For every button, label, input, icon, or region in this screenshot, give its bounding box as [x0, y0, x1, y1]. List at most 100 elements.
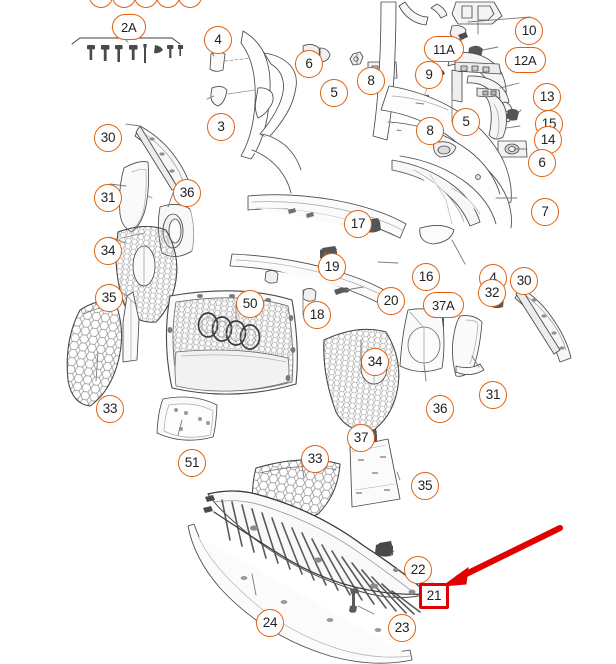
part-51-plate-bracket — [156, 396, 218, 441]
callout-bubble-11a[interactable]: 11A — [424, 36, 464, 62]
part-2a-fastener-kit — [71, 37, 183, 63]
callout-label: 37A — [432, 297, 455, 313]
callout-bubble-51[interactable]: 51 — [178, 449, 206, 477]
callout-label: 13 — [539, 89, 555, 105]
callout-bubble-34[interactable]: 34 — [361, 348, 389, 376]
part-4-tow-cover — [419, 225, 455, 245]
part-17-stud — [288, 208, 314, 218]
callout-bubble-33[interactable]: 33 — [301, 445, 329, 473]
part-36-right-duct — [399, 308, 445, 372]
part-23-bolt — [349, 588, 359, 613]
callout-bubble-37[interactable]: 37 — [347, 424, 375, 452]
part-8-nut-upper — [349, 51, 364, 66]
callout-label: 4 — [214, 32, 222, 48]
callout-bubble-34[interactable]: 34 — [94, 237, 122, 265]
callout-bubble-4[interactable]: 4 — [204, 26, 232, 54]
callout-label: 33 — [102, 401, 118, 417]
callout-bubble-37a[interactable]: 37A — [423, 292, 464, 318]
part-18-trim-strip — [229, 253, 395, 309]
callout-bubble-31[interactable]: 31 — [479, 381, 507, 409]
callout-label: 8 — [367, 73, 375, 89]
callout-label: 35 — [101, 290, 117, 306]
callout-bubble-6[interactable]: 6 — [528, 149, 556, 177]
callout-label: 19 — [324, 259, 340, 275]
callout-bubble-3[interactable]: 3 — [207, 113, 235, 141]
callout-bubble-9[interactable]: 9 — [415, 61, 443, 89]
callout-label: 36 — [432, 401, 448, 417]
part-4-cover — [209, 52, 226, 72]
highlighted-callout-label: 21 — [422, 586, 446, 606]
callout-bubble-30[interactable]: 30 — [510, 267, 538, 295]
callout-label: 3 — [217, 119, 225, 135]
callout-bubble-35[interactable]: 35 — [95, 284, 123, 312]
part-13-bracket — [447, 51, 513, 113]
callout-label: 4 — [489, 270, 497, 286]
callout-bubble-50[interactable]: 50 — [236, 290, 264, 318]
callout-bubble-22[interactable]: 22 — [404, 556, 432, 584]
callout-label: 20 — [383, 293, 399, 309]
part-22-clip — [375, 541, 393, 557]
callout-label: 16 — [418, 269, 434, 285]
callout-bubble-36[interactable]: 36 — [426, 395, 454, 423]
part-31-left-fin — [119, 161, 153, 233]
callout-bubble-17[interactable]: 17 — [344, 210, 372, 238]
part-10-rail — [451, 1, 503, 25]
callout-label: 5 — [330, 85, 338, 101]
callout-label: 37 — [353, 430, 369, 446]
callout-bubble-23[interactable]: 23 — [388, 614, 416, 642]
callout-bubble-30[interactable]: 30 — [94, 124, 122, 152]
callout-label: 14 — [540, 132, 556, 148]
callout-label: 31 — [485, 387, 501, 403]
callout-bubble-7[interactable]: 7 — [531, 198, 559, 226]
highlighted-callout-21[interactable]: 21 — [419, 583, 449, 609]
callout-bubble-8[interactable]: 8 — [357, 67, 385, 95]
callout-bubble-8[interactable]: 8 — [416, 117, 444, 145]
callout-bubble-10[interactable]: 10 — [515, 17, 543, 45]
part-21-lower-grille — [203, 490, 429, 615]
callout-label: 30 — [100, 130, 116, 146]
callout-bubble-5[interactable]: 5 — [452, 108, 480, 136]
callout-bubble-36[interactable]: 36 — [173, 179, 201, 207]
callout-bubble-31[interactable]: 31 — [94, 184, 122, 212]
callout-bubble-35[interactable]: 35 — [411, 472, 439, 500]
callout-label: 17 — [350, 216, 366, 232]
callout-label: 24 — [262, 615, 278, 631]
callout-label: 50 — [242, 296, 258, 312]
callout-label: 2A — [121, 19, 137, 35]
callout-bubble-20[interactable]: 20 — [377, 287, 405, 315]
part-50-main-grille — [165, 290, 298, 395]
callout-bubble-13[interactable]: 13 — [533, 83, 561, 111]
part-17-trim-strip — [247, 194, 407, 239]
callout-label: 6 — [305, 56, 313, 72]
callout-bubble-32[interactable]: 32 — [478, 279, 506, 307]
callout-label: 11A — [433, 41, 455, 57]
callout-label: 5 — [462, 114, 470, 130]
callout-label: 12A — [514, 52, 537, 68]
part-10-bracket — [398, 1, 448, 26]
callout-label: 22 — [410, 562, 426, 578]
callout-bubble-16[interactable]: 16 — [412, 263, 440, 291]
callout-bubble-19[interactable]: 19 — [318, 253, 346, 281]
callout-label: 36 — [179, 185, 195, 201]
callout-bubble-5[interactable]: 5 — [320, 79, 348, 107]
callout-label: 32 — [484, 285, 500, 301]
callout-bubble-18[interactable]: 18 — [303, 301, 331, 329]
callout-label: 6 — [538, 155, 546, 171]
part-30-right-strip — [514, 287, 572, 363]
callout-label: 31 — [100, 190, 116, 206]
part-14-trim — [485, 95, 507, 140]
callout-bubble-24[interactable]: 24 — [256, 609, 284, 637]
callout-label: 51 — [184, 455, 200, 471]
part-33-left-mesh — [66, 300, 122, 407]
part-3-cover — [210, 85, 228, 107]
callout-bubble-12a[interactable]: 12A — [505, 47, 546, 73]
part-35-left-wedge — [122, 291, 140, 363]
part-24-lower-lip — [187, 523, 413, 664]
callout-label: 18 — [309, 307, 325, 323]
callout-label: 30 — [516, 273, 532, 289]
callout-bubble-6[interactable]: 6 — [295, 50, 323, 78]
part-6-sensor-holder — [497, 140, 528, 158]
callout-bubble-2a[interactable]: 2A — [112, 14, 146, 40]
callout-bubble-33[interactable]: 33 — [96, 395, 124, 423]
